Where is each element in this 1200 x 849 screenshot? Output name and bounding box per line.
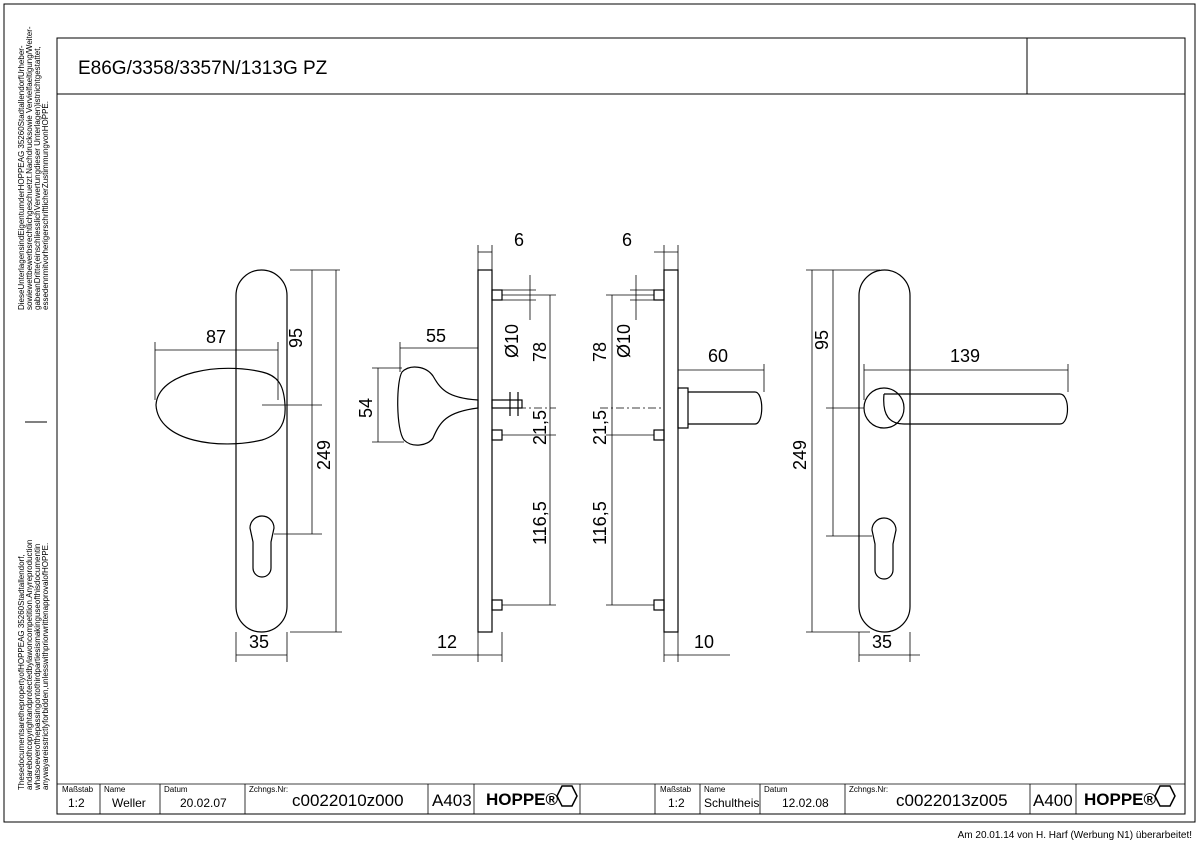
dim-left-plate-depth: 12	[437, 632, 457, 652]
name-value: Schultheis	[704, 796, 759, 810]
dim-right-mid-spacing: 21,5	[590, 410, 610, 445]
drawing-title: E86G/3358/3357N/1313G PZ	[78, 58, 328, 79]
scale-value: 1:2	[68, 796, 85, 810]
lever-rose	[677, 387, 689, 429]
dim-left-mid-spacing: 21,5	[530, 410, 550, 445]
dim-right-lever-length: 139	[950, 346, 980, 366]
dimension-labels: 87 95 249 35 55 54 6 Ø10 78 21,5 116,5 1…	[206, 230, 980, 652]
sheet-format: A400	[1033, 791, 1073, 810]
dim-knob-diameter: 54	[356, 398, 376, 418]
copyright-de-line: DieseUnterlagensindEigentumderHOPPEAG 35…	[17, 45, 26, 310]
name-label: Name	[704, 785, 726, 794]
screw-boss	[491, 429, 503, 441]
title-block-left: Maßstab 1:2 Name Weller Datum 20.02.07 Z…	[62, 785, 578, 810]
right-side-plate	[663, 269, 679, 633]
dim-left-width: 87	[206, 327, 226, 347]
scale-value: 1:2	[668, 796, 685, 810]
dim-left-top-spacing: 78	[530, 342, 550, 362]
screw-boss	[653, 429, 665, 441]
drawing-number: c0022013z005	[896, 791, 1008, 810]
title-block-lines	[57, 783, 1185, 814]
name-label: Name	[104, 785, 126, 794]
right-cylinder-cutout	[871, 517, 897, 580]
date-label: Datum	[164, 785, 188, 794]
dim-right-bottom-spacing: 116,5	[590, 501, 610, 545]
screw-boss	[653, 289, 665, 301]
dim-right-side-thickness: 6	[622, 230, 632, 250]
copyright-en-line: ThesedocumentsarethepropertyofHOPPEAG 35…	[17, 554, 26, 790]
copyright-de-line: gabeanDritte(einschliesslichVerwertungdi…	[33, 46, 42, 310]
title-block-right: Maßstab 1:2 Name Schultheis Datum 12.02.…	[660, 785, 1176, 810]
sheet-format: A403	[432, 791, 472, 810]
dim-lever-projection: 60	[708, 346, 728, 366]
dim-left-side-thickness: 6	[514, 230, 524, 250]
name-value: Weller	[112, 796, 146, 810]
copyright-de-line: sowiewettbewerbsrechtlichgeschuetzt.Nach…	[25, 26, 34, 310]
copyright-en-line: anywayareisstrictlyforbidden,unlesswithp…	[41, 543, 50, 790]
screw-boss	[491, 599, 503, 611]
left-side-plate	[477, 269, 493, 633]
dim-right-total: 249	[790, 440, 810, 470]
dim-right-plate: 35	[872, 632, 892, 652]
lever-side-outline	[688, 391, 763, 425]
dim-right-hole: Ø10	[614, 324, 634, 358]
dimension-lines	[154, 245, 1069, 662]
screw-boss	[653, 599, 665, 611]
left-cylinder-cutout	[249, 515, 275, 578]
right-front-view	[858, 269, 1069, 633]
left-front-view	[155, 269, 288, 633]
brand-logo-text: HOPPE®	[1084, 790, 1157, 809]
scale-label: Maßstab	[62, 785, 94, 794]
drawing-number-label: Zchngs.Nr:	[249, 785, 288, 794]
dim-left-total: 249	[314, 440, 334, 470]
dim-left-hole: Ø10	[502, 324, 522, 358]
date-label: Datum	[764, 785, 788, 794]
brand-logo-icon	[1154, 785, 1176, 807]
date-value: 20.02.07	[180, 796, 227, 810]
drawing-number: c0022010z000	[292, 791, 404, 810]
dim-right-top-spacing: 78	[590, 342, 610, 362]
copyright-de-line: essedennmitvorherigerschriftlicherZustim…	[41, 101, 50, 310]
copyright-english: ThesedocumentsarethepropertyofHOPPEAG 35…	[17, 540, 50, 791]
dim-right-plate-depth: 10	[694, 632, 714, 652]
dim-right-upper: 95	[812, 330, 832, 350]
right-side-view	[653, 269, 763, 633]
right-backplate	[858, 269, 911, 633]
dim-left-upper: 95	[286, 328, 306, 348]
left-backplate	[235, 269, 288, 633]
knob-outline	[155, 367, 286, 445]
dim-left-bottom-spacing: 116,5	[530, 501, 550, 545]
dim-knob-projection: 55	[426, 326, 446, 346]
drawing-number-label: Zchngs.Nr:	[849, 785, 888, 794]
lever-outline	[883, 393, 1069, 425]
brand-logo-text: HOPPE®	[486, 790, 559, 809]
dim-left-plate: 35	[249, 632, 269, 652]
copyright-en-line: andarebothcopyrightandprotectedbylawonco…	[25, 540, 34, 790]
brand-logo-icon	[556, 785, 578, 807]
screw-boss	[491, 289, 503, 301]
revision-note: Am 20.01.14 von H. Harf (Werbung N1) übe…	[958, 830, 1192, 841]
copyright-german: DieseUnterlagensindEigentumderHOPPEAG 35…	[17, 26, 50, 310]
inner-frame	[56, 37, 1186, 815]
copyright-en-line: whatsoeverofthepassingontothirdpartiesis…	[33, 544, 42, 791]
date-value: 12.02.08	[782, 796, 829, 810]
scale-label: Maßstab	[660, 785, 692, 794]
outer-frame	[3, 3, 1196, 823]
knob-side-outline	[397, 366, 479, 446]
